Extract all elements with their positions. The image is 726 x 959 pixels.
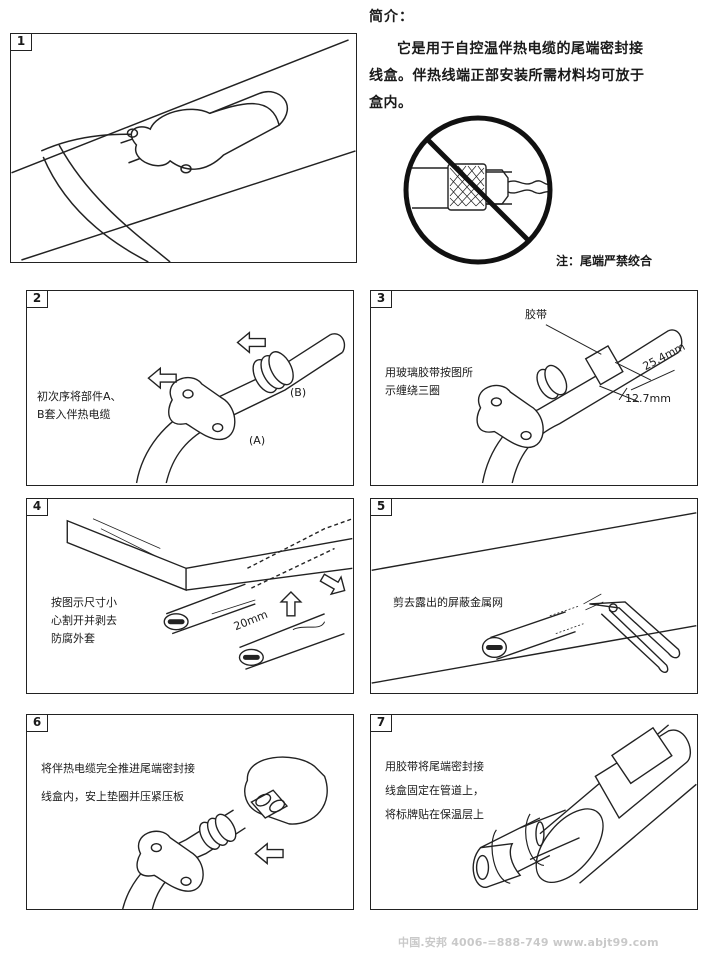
step-4-caption-line-2: 心割开并剥去	[51, 614, 117, 627]
step-5-panel: 5 剪去露出的屏蔽金属网	[370, 498, 698, 694]
step-7-illustration	[472, 724, 697, 888]
step-3-caption-line-1: 用玻璃胶带按图所	[385, 366, 473, 379]
step-7-panel: 7 用胶带将尾端密封接 线盒固定在管道上， 将标牌贴在保温层上	[370, 714, 698, 910]
step-2-illustration	[135, 331, 346, 484]
step-number: 4	[27, 499, 48, 516]
intro-line-1: 它是用于自控温伴热电缆的尾端密封接	[397, 41, 644, 57]
no-twist-illustration	[403, 115, 553, 265]
intro-line-2: 线盒。伴热线端正部安装所需材料均可放于	[369, 68, 645, 84]
step-5-illustration	[371, 512, 697, 684]
step-6-caption-line-2: 线盒内，安上垫圈并压紧压板	[41, 790, 184, 803]
intro-line-3: 盒内。	[369, 95, 413, 111]
step-3-caption-line-2: 示缠绕三圈	[385, 384, 440, 397]
step-3-illustration	[476, 324, 683, 484]
step-7-caption-line-1: 用胶带将尾端密封接	[385, 760, 484, 773]
step-number: 1	[11, 34, 32, 51]
step-2-caption-line-2: B套入伴热电缆	[37, 408, 111, 421]
intro-title: 简介：	[369, 9, 414, 25]
intro-text: 它是用于自控温伴热电缆的尾端密封接 线盒。伴热线端正部安装所需材料均可放于 盒内…	[369, 36, 703, 117]
step-number: 3	[371, 291, 392, 308]
step-number: 7	[371, 715, 392, 732]
step-1-illustration	[11, 39, 356, 262]
step-3-tape-label: 胶带	[525, 308, 547, 321]
step-number: 6	[27, 715, 48, 732]
step-number: 5	[371, 499, 392, 516]
step-2-caption-line-1: 初次序将部件A、	[37, 390, 122, 403]
step-7-caption-line-3: 将标牌贴在保温层上	[385, 808, 484, 821]
step-6-caption-line-1: 将伴热电缆完全推进尾端密封接	[41, 762, 195, 775]
note-no-twist: 注：尾端严禁绞合	[556, 254, 653, 268]
step-2-panel: 2 (B) (A) 初次序将部件A、 B套入伴热电缆	[26, 290, 354, 486]
step-1-panel: 1	[10, 33, 357, 263]
watermark: 中国.安邦 4006-=888-749 www.abjt99.com	[398, 936, 659, 949]
step-5-caption: 剪去露出的屏蔽金属网	[393, 596, 503, 609]
step-4-caption-line-3: 防腐外套	[51, 632, 95, 645]
step-7-caption-line-2: 线盒固定在管道上，	[385, 784, 484, 797]
step-4-illustration	[66, 518, 353, 670]
step-4-caption-line-1: 按图示尺寸小	[51, 596, 117, 609]
step-3-dim-12: 12.7mm	[625, 392, 671, 405]
step-6-panel: 6 将伴热电缆完全推进尾端密封接 线盒内，安上垫圈并压紧压板	[26, 714, 354, 910]
step-2-label-a: (A)	[249, 434, 266, 447]
step-number: 2	[27, 291, 48, 308]
step-2-label-b: (B)	[290, 386, 307, 399]
step-6-illustration	[122, 756, 328, 909]
step-4-panel: 4 20mm 按图示尺寸小 心割开并剥去 防腐外套	[26, 498, 354, 694]
step-3-panel: 3 胶带 25.4mm 12.7mm 用玻璃胶带按图所 示缠绕三圈	[370, 290, 698, 486]
